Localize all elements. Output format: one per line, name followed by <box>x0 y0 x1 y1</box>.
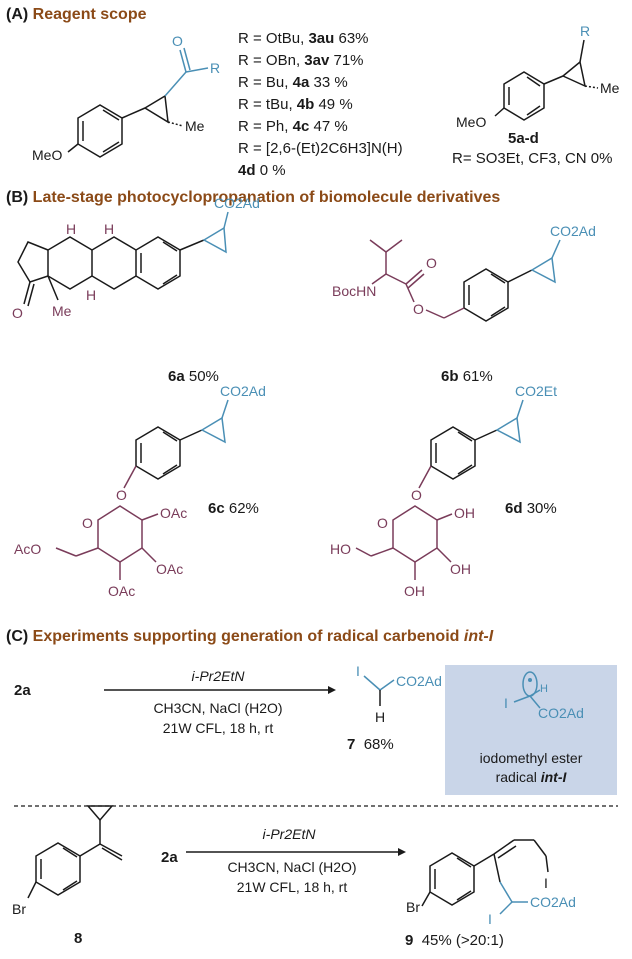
reaction-1-arrow <box>104 686 336 694</box>
6b-o1-label: O <box>426 255 437 271</box>
scope-line-4c: R = Ph, 4c 47 % <box>238 118 348 135</box>
compound-8-br-label: Br <box>12 901 26 917</box>
6c-oac2-label: OAc <box>156 561 183 577</box>
6a-me-label: Me <box>52 303 72 319</box>
yield-7: 7 68% <box>347 736 394 753</box>
6a-o-label: O <box>12 305 23 321</box>
section-c-heading: Experiments supporting generation of rad… <box>32 628 460 645</box>
6d-oh3-label: OH <box>404 583 425 599</box>
cond-2b: 21W CFL, 18 h, rt <box>236 879 348 895</box>
cond-1b: 21W CFL, 18 h, rt <box>162 720 274 736</box>
6d-oh2-label: OH <box>450 561 471 577</box>
reaction-2-arrow <box>186 848 406 856</box>
cond-2a: CH3CN, NaCl (H2O) <box>227 859 357 875</box>
yield-6a: 6a 50% <box>168 368 219 385</box>
product-7-i-label: I <box>356 663 360 679</box>
yield-6d: 6d 30% <box>505 500 557 517</box>
scope-line-3av: R = OBn, 3av 71% <box>238 52 364 69</box>
section-c-heading-italic: int-I <box>463 628 494 645</box>
product-9-structure <box>421 839 549 915</box>
scope-r-label: R <box>210 60 220 76</box>
6c-o2-label: O <box>82 515 93 531</box>
compound-5-structure <box>494 39 599 121</box>
6c-oac1-label: OAc <box>160 505 187 521</box>
6d-o2-label: O <box>377 515 388 531</box>
section-a-heading: Reagent scope <box>32 6 147 23</box>
6b-bochn-label: BocHN <box>332 283 376 299</box>
section-c-label: (C) <box>6 628 29 645</box>
box-ester-label: CO2Ad <box>538 705 584 721</box>
6d-o1-label: O <box>411 487 422 503</box>
box-line2: radical int-I <box>495 769 567 785</box>
6b-ester-label: CO2Ad <box>550 223 596 239</box>
6c-ester-label: CO2Ad <box>220 383 266 399</box>
cond-1a: CH3CN, NaCl (H2O) <box>153 700 283 716</box>
reagent-2a: 2a <box>161 849 178 866</box>
6c-oac3-label: OAc <box>108 583 135 599</box>
yield-6c: 6c 62% <box>208 500 259 517</box>
scope-line-4d: 4d 0 % <box>238 162 286 179</box>
structure-6c <box>55 399 229 580</box>
6d-ester-label: CO2Et <box>515 383 557 399</box>
scope-meo-label: MeO <box>32 147 62 163</box>
int-i-box: iodomethyl ester radical int-I <box>445 665 617 795</box>
reagent-2: i-Pr2EtN <box>262 826 316 842</box>
compound-5-id: 5a-d <box>508 130 539 147</box>
scope-compound-structure <box>67 47 209 158</box>
6a-ester-label: CO2Ad <box>214 195 260 211</box>
product-9-br-label: Br <box>406 899 420 915</box>
compound-5-me-label: Me <box>600 80 620 96</box>
product-9-ester-label: CO2Ad <box>530 894 576 910</box>
compound-8-id: 8 <box>74 930 83 947</box>
6c-aco-label: AcO <box>14 541 41 557</box>
6d-oh1-label: OH <box>454 505 475 521</box>
product-9-i2-label: I <box>488 911 492 927</box>
compound-5-r-label: R <box>580 23 590 39</box>
scope-line-4a: R = Bu, 4a 33 % <box>238 74 348 91</box>
6d-ho-label: HO <box>330 541 351 557</box>
6c-o1-label: O <box>116 487 127 503</box>
6a-h3-label: H <box>86 287 96 303</box>
compound-8-structure <box>27 805 123 899</box>
scope-line-4d-r: R = [2,6-(Et)2C6H3]N(H) <box>238 140 403 157</box>
scope-line-3au: R = OtBu, 3au 63% <box>238 30 369 47</box>
section-a-label: (A) <box>6 6 29 23</box>
scope-list: R = OtBu, 3au 63% R = OBn, 3av 71% R = B… <box>238 28 403 182</box>
box-i-label: I <box>504 695 508 711</box>
reagent-1: i-Pr2EtN <box>191 668 245 684</box>
section-b-heading: Late-stage photocyclopropanation of biom… <box>32 189 501 206</box>
section-a-title: (A) Reagent scope <box>6 6 146 24</box>
section-c-title: (C) Experiments supporting generation of… <box>6 628 493 646</box>
box-line1: iodomethyl ester <box>479 750 583 766</box>
structure-6a <box>17 211 229 307</box>
section-b-title: (B) Late-stage photocyclopropanation of … <box>6 189 500 207</box>
scope-me-label: Me <box>185 118 205 134</box>
yield-6b: 6b 61% <box>441 368 493 385</box>
product-7-structure <box>363 675 395 706</box>
6a-h2-label: H <box>104 221 114 237</box>
product-9-i1-label: I <box>544 875 548 891</box>
reactant-2a: 2a <box>14 682 31 699</box>
box-h-label: H <box>540 683 548 695</box>
6b-o2-label: O <box>413 301 424 317</box>
structure-6b <box>369 239 561 322</box>
scope-line-4b: R = tBu, 4b 49 % <box>238 96 353 113</box>
product-7-h-label: H <box>375 709 385 725</box>
structure-6d <box>355 399 524 580</box>
scope-o-label: O <box>172 33 183 49</box>
radical-int-i-structure <box>513 671 541 709</box>
product-7-ester-label: CO2Ad <box>396 673 442 689</box>
section-b-label: (B) <box>6 189 29 206</box>
6a-h1-label: H <box>66 221 76 237</box>
yield-9: 9 45% (>20:1) <box>405 932 504 949</box>
compound-5-meo-label: MeO <box>456 114 486 130</box>
compound-5-note: R= SO3Et, CF3, CN 0% <box>452 150 613 167</box>
